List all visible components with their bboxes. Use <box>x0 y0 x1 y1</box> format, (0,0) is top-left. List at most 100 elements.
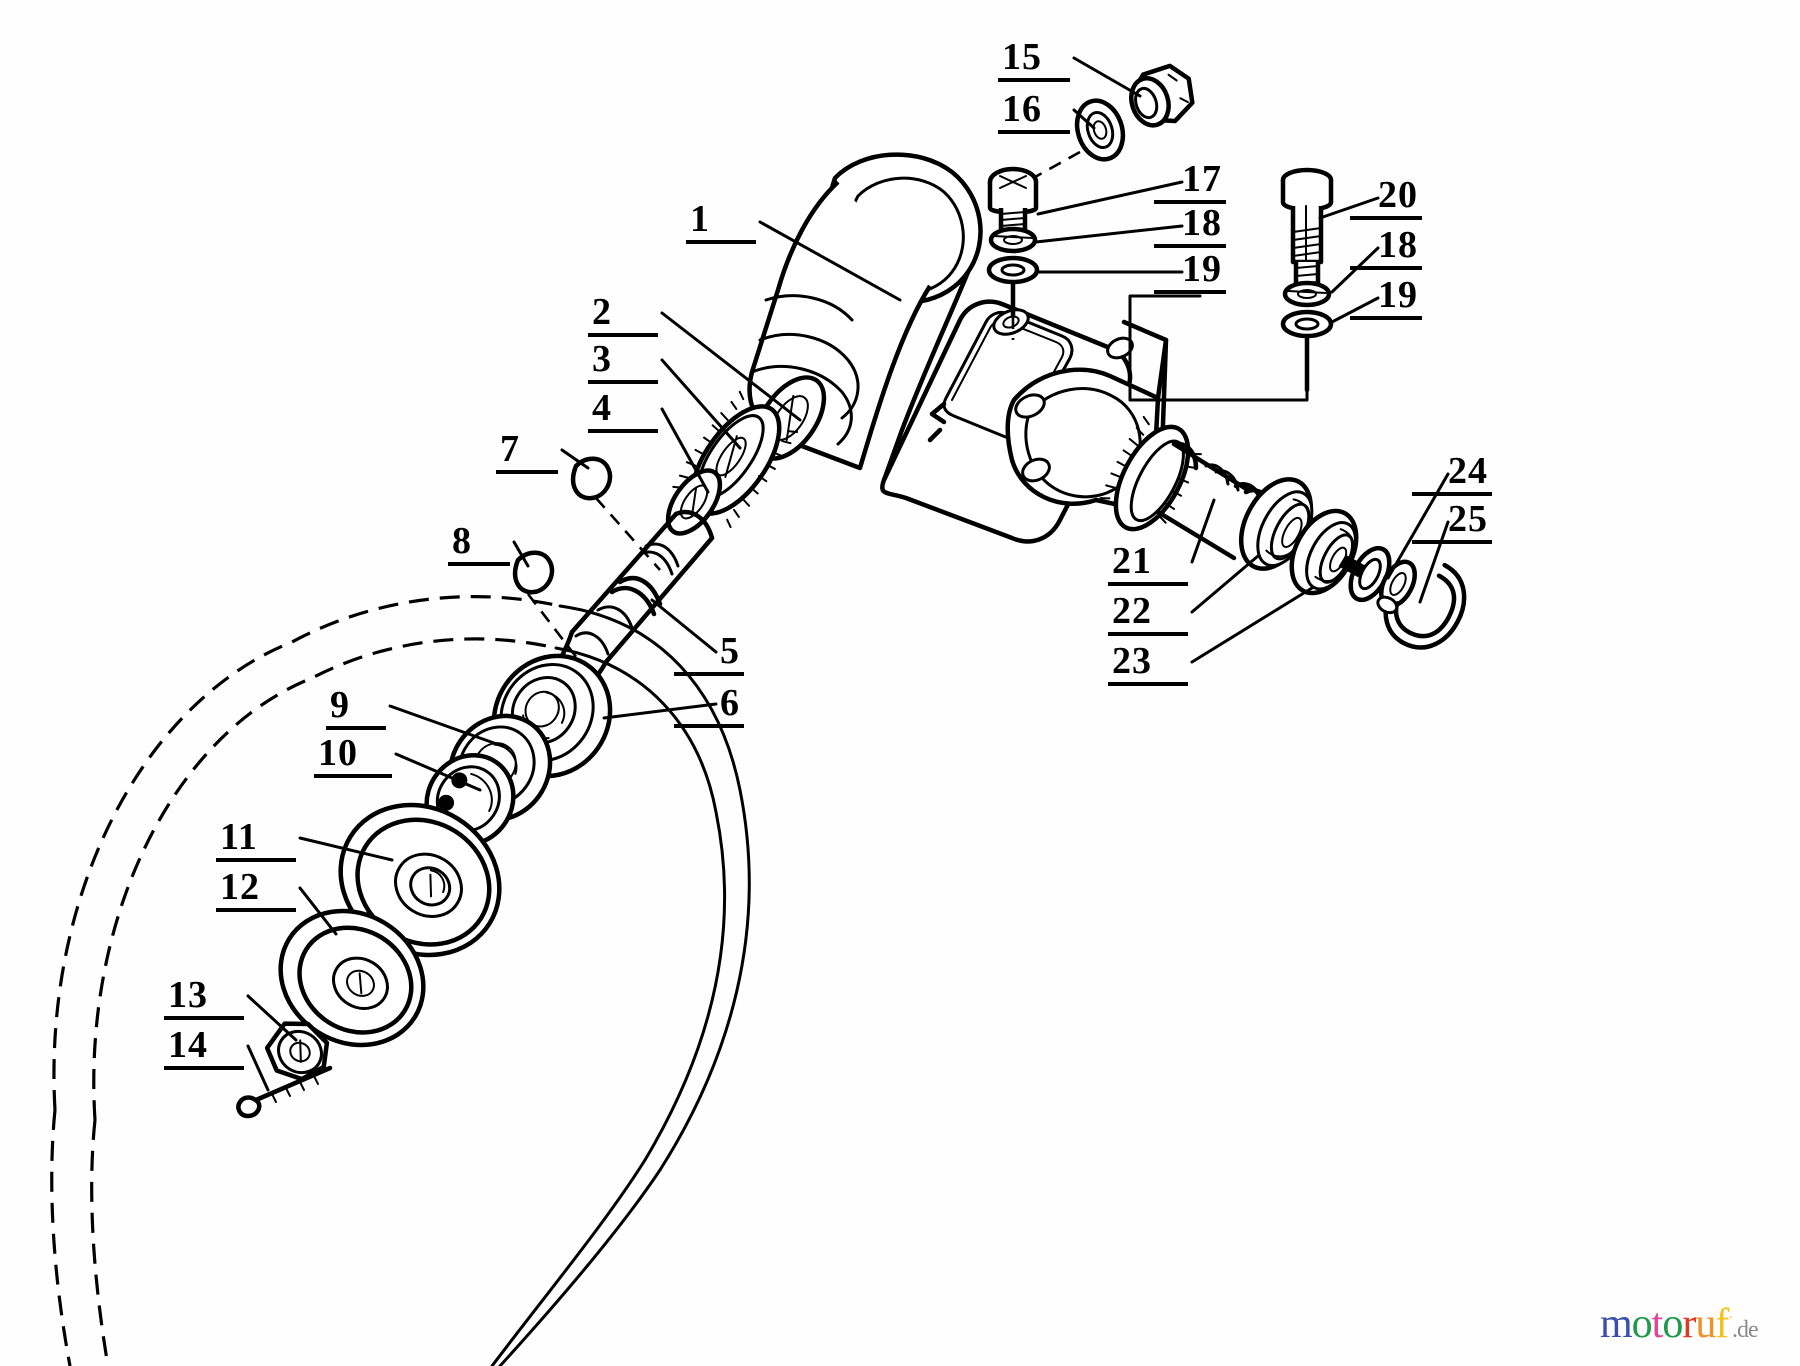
part-15-flange-nut <box>1129 63 1195 128</box>
callout-11: 11 <box>216 816 296 862</box>
callout-number: 23 <box>1112 640 1152 682</box>
callout-rule <box>1350 216 1422 220</box>
callout-rule <box>674 672 744 676</box>
callout-rule <box>216 908 296 912</box>
callout-14: 14 <box>164 1024 244 1070</box>
callout-rule <box>1350 266 1422 270</box>
callout-number: 5 <box>720 630 740 672</box>
callout-rule <box>1154 200 1226 204</box>
callout-number: 4 <box>592 387 612 429</box>
part-5-spindle-shaft <box>538 509 715 714</box>
callout-number: 18 <box>1182 202 1222 244</box>
watermark-letter: o <box>1662 1301 1683 1347</box>
callout-2: 2 <box>588 291 658 337</box>
callout-15: 15 <box>998 36 1070 82</box>
bolt-stack-leader-bracket <box>1128 294 1309 402</box>
callout-1: 1 <box>686 198 756 244</box>
part-17-screw <box>987 166 1039 233</box>
callout-18b: 18 <box>1350 224 1422 270</box>
callout-22: 22 <box>1108 590 1188 636</box>
part-19-flat-washer-right <box>1280 309 1334 393</box>
callout-number: 11 <box>220 816 258 858</box>
callout-3: 3 <box>588 338 658 384</box>
callout-16: 16 <box>998 88 1070 134</box>
callout-17: 17 <box>1154 158 1226 204</box>
part-14-bolt <box>236 1065 333 1119</box>
watermark-letter: f <box>1715 1301 1729 1347</box>
part-7-woodruff-key <box>570 456 661 571</box>
callout-number: 9 <box>330 684 350 726</box>
part-13-nut <box>264 1021 330 1082</box>
callout-rule <box>588 380 658 384</box>
watermark-letter: m <box>1600 1301 1633 1347</box>
callout-rule <box>998 78 1070 82</box>
callout-rule <box>216 858 296 862</box>
callout-number: 3 <box>592 338 612 380</box>
part-18-lock-washer-right <box>1282 280 1332 308</box>
watermark-letter: t <box>1651 1301 1664 1347</box>
callout-4: 4 <box>588 387 658 433</box>
callout-rule <box>164 1016 244 1020</box>
watermark-tld: .de <box>1732 1317 1759 1343</box>
callout-number: 22 <box>1112 590 1152 632</box>
callout-number: 25 <box>1448 498 1488 540</box>
callout-5: 5 <box>674 630 744 676</box>
callout-23: 23 <box>1108 640 1188 686</box>
mower-deck-outline <box>50 595 751 1366</box>
motoruf-watermark: motoruf·.de <box>1600 1300 1759 1348</box>
callout-rule <box>674 724 744 728</box>
callout-rule <box>1108 632 1188 636</box>
callout-number: 18 <box>1378 224 1418 266</box>
callout-19b: 19 <box>1350 274 1422 320</box>
part-1-gearbox-housing <box>747 152 1169 544</box>
callout-number: 10 <box>318 732 358 774</box>
callout-13: 13 <box>164 974 244 1020</box>
part-20-hex-bolt <box>1280 167 1334 289</box>
part-11-pulley <box>338 802 502 958</box>
watermark-dot: · <box>1728 1311 1733 1326</box>
callout-number: 17 <box>1182 158 1222 200</box>
callout-rule <box>1412 540 1492 544</box>
callout-number: 1 <box>690 198 710 240</box>
callout-number: 19 <box>1182 248 1222 290</box>
callout-rule <box>164 1066 244 1070</box>
part-18-lock-washer <box>988 226 1038 254</box>
callout-rule <box>588 429 658 433</box>
part-19-flat-washer <box>986 255 1040 340</box>
watermark-letter: o <box>1631 1301 1653 1347</box>
callout-number: 15 <box>1002 36 1042 78</box>
callout-20: 20 <box>1350 174 1422 220</box>
callout-number: 2 <box>592 291 612 333</box>
part-25-snap-ring <box>1376 562 1467 650</box>
callout-rule <box>326 726 386 730</box>
callout-number: 16 <box>1002 88 1042 130</box>
callout-rule <box>1412 492 1492 496</box>
callout-rule <box>1154 244 1226 248</box>
callout-rule <box>1108 582 1188 586</box>
callout-rule <box>448 562 510 566</box>
callout-rule <box>496 470 558 474</box>
leader-lines <box>246 56 1450 1092</box>
callout-8: 8 <box>448 520 510 566</box>
callout-number: 21 <box>1112 540 1152 582</box>
callout-19: 19 <box>1154 248 1226 294</box>
watermark-letter: u <box>1695 1301 1716 1347</box>
callout-12: 12 <box>216 868 296 912</box>
part-24-washer <box>1338 545 1417 609</box>
callout-10: 10 <box>314 732 392 778</box>
callout-18: 18 <box>1154 202 1226 248</box>
callout-number: 13 <box>168 974 208 1016</box>
callout-rule <box>588 333 658 337</box>
callout-number: 6 <box>720 682 740 724</box>
callout-24: 24 <box>1412 452 1492 496</box>
callout-21: 21 <box>1108 540 1188 586</box>
callout-number: 20 <box>1378 174 1418 216</box>
callout-number: 7 <box>500 428 520 470</box>
callout-9: 9 <box>326 684 386 730</box>
callout-6: 6 <box>674 682 744 728</box>
callout-number: 14 <box>168 1024 208 1066</box>
callout-number: 8 <box>452 520 472 562</box>
callout-number: 19 <box>1378 274 1418 316</box>
